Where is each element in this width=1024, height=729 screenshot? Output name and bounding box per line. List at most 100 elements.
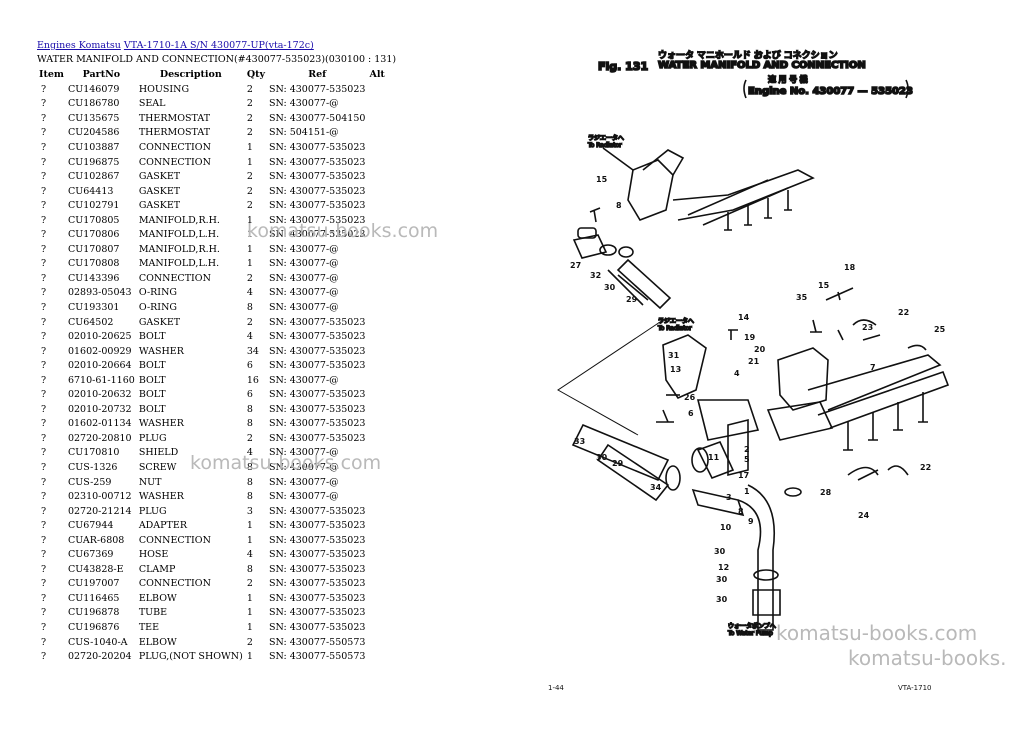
cell-partno: CU67369	[67, 549, 114, 561]
col-header-item: Item	[39, 69, 64, 80]
cell-ref: SN: 430077-535023	[269, 418, 366, 430]
callout-number: 5	[744, 455, 750, 464]
cell-partno: 02010-20625	[67, 331, 132, 343]
cell-qty: 8	[246, 491, 253, 503]
cell-qty: 1	[246, 607, 253, 619]
cell-qty: 4	[246, 287, 253, 299]
cell-alt	[367, 460, 386, 475]
cell-alt	[367, 548, 386, 563]
cell-item: ?	[41, 156, 47, 168]
cell-partno: CU186780	[67, 98, 120, 110]
cell-alt	[367, 329, 386, 344]
cell-item: ?	[41, 127, 47, 139]
exploded-parts-diagram: Fig. 131 ウォータ マニホールド および コネクション WATER MA…	[548, 30, 1024, 725]
cell-item: ?	[41, 636, 47, 648]
cell-alt	[367, 504, 386, 519]
cell-qty: 16	[246, 374, 259, 386]
cell-ref: SN: 504151-@	[269, 127, 339, 139]
cell-description: THERMOSTAT	[138, 112, 211, 124]
cell-ref: SN: 430077-@	[269, 374, 339, 386]
callout-number: 26	[684, 393, 696, 402]
cell-ref: SN: 430077-535023	[269, 563, 366, 575]
cell-ref: SN: 430077-@	[269, 461, 339, 473]
cell-qty: 1	[246, 156, 253, 168]
to-water-pump-jp: ウォータポンプへ	[728, 622, 776, 630]
col-header-qty: Qty	[246, 69, 265, 80]
cell-item: ?	[41, 345, 47, 357]
cell-qty: 3	[246, 505, 253, 517]
cell-alt	[367, 126, 386, 141]
cell-alt	[367, 533, 386, 548]
breadcrumb-link-model[interactable]: VTA-1710-1A S/N 430077-UP(vta-172c)	[123, 40, 314, 51]
cell-item: ?	[41, 171, 47, 183]
cell-qty: 6	[246, 389, 253, 401]
cell-description: CONNECTION	[138, 272, 211, 284]
cell-alt	[367, 184, 386, 199]
cell-qty: 2	[246, 432, 253, 444]
cell-description: PLUG	[138, 505, 167, 517]
callout-number: 32	[590, 271, 601, 280]
cell-alt	[367, 562, 386, 577]
cell-ref: SN: 430077-535023	[269, 592, 366, 604]
callout-number: 7	[870, 363, 876, 372]
cell-partno: CU170805	[67, 214, 120, 226]
cell-ref: SN: 430077-535023	[269, 622, 366, 633]
cell-alt	[367, 387, 386, 402]
callout-number: 15	[596, 175, 608, 184]
callout-number: 15	[818, 281, 830, 290]
callout-number: 27	[570, 261, 581, 270]
cell-description: ADAPTER	[138, 520, 187, 532]
cell-alt	[367, 271, 386, 286]
cell-item: ?	[41, 563, 47, 575]
cell-ref: SN: 430077-@	[269, 98, 339, 110]
cell-qty: 1	[246, 258, 253, 270]
cell-partno: CU170808	[67, 258, 120, 270]
callout-number: 28	[820, 488, 832, 497]
cell-qty: 1	[246, 243, 253, 255]
callout-number: 1	[744, 487, 750, 496]
cell-qty: 1	[246, 229, 253, 241]
cell-description: WASHER	[138, 491, 184, 503]
cell-partno: CU146079	[67, 83, 120, 95]
callout-number: 29	[626, 295, 638, 304]
cell-qty: 2	[246, 636, 253, 648]
cell-partno: CUAR-6808	[67, 534, 125, 546]
cell-partno: 02310-00712	[67, 491, 132, 503]
cell-ref: SN: 430077-@	[269, 243, 339, 255]
cell-alt	[367, 475, 386, 490]
cell-qty: 2	[246, 200, 253, 212]
cell-ref: SN: 430077-535023	[269, 345, 366, 357]
cell-partno: CU197007	[67, 578, 120, 590]
cell-qty: 8	[246, 418, 253, 430]
callout-number: 4	[734, 369, 740, 378]
cell-qty: 4	[246, 447, 253, 459]
cell-alt	[367, 140, 386, 155]
cell-item: ?	[41, 287, 47, 299]
cell-alt	[367, 286, 386, 301]
fig-label: Fig. 131	[598, 60, 648, 73]
cell-alt	[367, 300, 386, 315]
cell-alt	[367, 417, 386, 432]
cell-partno: CU102791	[67, 200, 120, 212]
cell-ref: SN: 430077-535023	[269, 229, 366, 241]
cell-partno: CUS-1326	[67, 461, 118, 473]
cell-qty: 2	[246, 98, 253, 110]
cell-qty: 1	[246, 592, 253, 604]
cell-description: ELBOW	[138, 592, 177, 604]
callout-number: 14	[738, 313, 750, 322]
cell-alt	[367, 315, 386, 330]
callout-number: 9	[748, 517, 754, 526]
cell-partno: CU204586	[67, 127, 120, 139]
cell-qty: 34	[246, 345, 259, 357]
cell-alt	[367, 489, 386, 504]
breadcrumb-link-engines[interactable]: Engines Komatsu	[37, 40, 121, 51]
cell-qty: 2	[246, 272, 253, 284]
callout-number: 24	[858, 511, 870, 520]
cell-qty: 8	[246, 403, 253, 415]
